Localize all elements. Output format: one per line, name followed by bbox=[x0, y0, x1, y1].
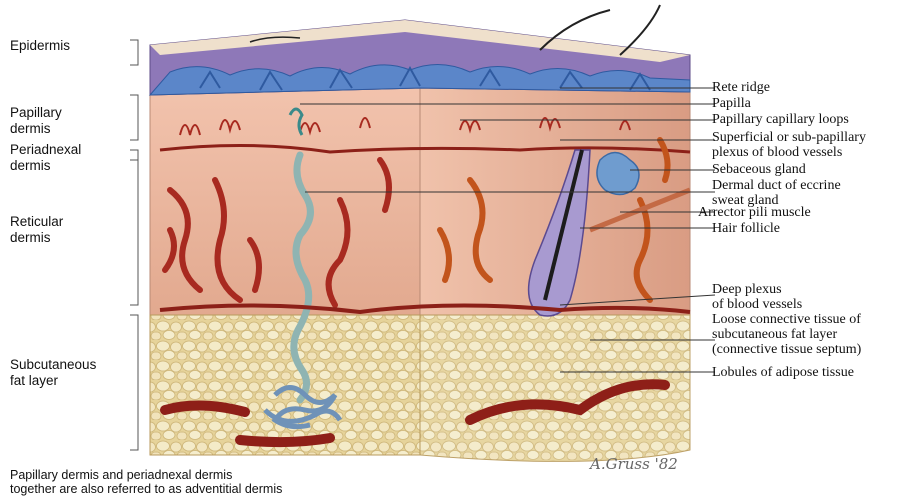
fat-layer-front bbox=[150, 315, 420, 455]
label-deep-plexus: Deep plexus of blood vessels bbox=[712, 282, 802, 312]
label-reticular-dermis: Reticular dermis bbox=[10, 214, 63, 246]
label-papillary-capillary-loops: Papillary capillary loops bbox=[712, 112, 849, 127]
label-rete-ridge: Rete ridge bbox=[712, 80, 770, 95]
label-dermal-duct-eccrine: Dermal duct of eccrine sweat gland bbox=[712, 178, 841, 208]
label-sebaceous-gland: Sebaceous gland bbox=[712, 162, 806, 177]
left-brackets bbox=[130, 40, 138, 450]
label-papillary-dermis: Papillary dermis bbox=[10, 105, 62, 137]
label-subcutaneous-fat-layer: Subcutaneous fat layer bbox=[10, 357, 96, 389]
label-epidermis: Epidermis bbox=[10, 38, 70, 54]
figure-caption: Papillary dermis and periadnexal dermis … bbox=[10, 468, 282, 496]
label-papilla: Papilla bbox=[712, 96, 751, 111]
artist-signature: A.Gruss '82 bbox=[590, 455, 678, 473]
label-loose-connective-tissue: Loose connective tissue of subcutaneous … bbox=[712, 312, 861, 357]
caption-line-2: together are also referred to as adventi… bbox=[10, 482, 282, 496]
label-arrector-pili-muscle: Arrector pili muscle bbox=[698, 205, 811, 220]
label-lobules-adipose-tissue: Lobules of adipose tissue bbox=[712, 365, 854, 380]
label-superficial-plexus: Superficial or sub-papillary plexus of b… bbox=[712, 130, 866, 160]
label-hair-follicle: Hair follicle bbox=[712, 221, 780, 236]
label-periadnexal-dermis: Periadnexal dermis bbox=[10, 142, 81, 174]
caption-line-1: Papillary dermis and periadnexal dermis bbox=[10, 468, 282, 482]
